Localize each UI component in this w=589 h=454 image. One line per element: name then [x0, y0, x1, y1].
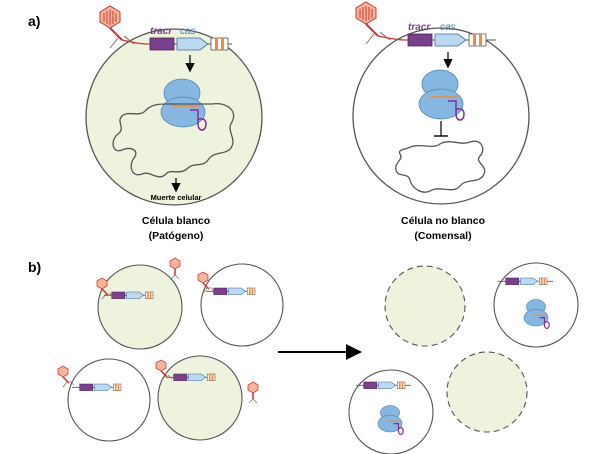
- outcome-text: Muerte celular: [151, 193, 202, 202]
- lysed-target-cell: [384, 265, 466, 347]
- phage-icon: [96, 277, 114, 300]
- cas-gene: [176, 37, 209, 51]
- caption-nontarget-line2: (Comensal): [414, 230, 471, 242]
- crispr-construct: [166, 373, 216, 381]
- phage-icon: [197, 271, 215, 294]
- target-cell: [157, 355, 243, 441]
- chromosome-dna: [395, 140, 486, 193]
- crispr-construct: [356, 381, 412, 389]
- phage-icon: [355, 1, 407, 45]
- crispr-construct: [148, 37, 232, 51]
- tracr-label: tracr: [408, 22, 431, 33]
- inhibition-symbol: [434, 121, 448, 137]
- panel-a-label: a): [28, 13, 40, 29]
- panel-b-label: b): [28, 259, 41, 275]
- crispr-construct: [72, 383, 122, 391]
- caption-target-line1: Célula blanco: [142, 215, 210, 227]
- lysed-target-cell: [446, 351, 528, 433]
- caption-nontarget-line1: Célula no blanco: [401, 215, 485, 227]
- cas-label: cas: [180, 26, 196, 37]
- phage-icon: [169, 257, 181, 280]
- tracr-label: tracr: [150, 26, 173, 37]
- crispr-construct: [406, 33, 496, 47]
- tracr-gene: [149, 37, 175, 51]
- cas-protein-icon: [523, 299, 550, 329]
- crispr-array: [210, 37, 229, 51]
- phage-icon: [155, 359, 173, 382]
- cas-protein-icon: [377, 405, 404, 435]
- chromosome-dna: [112, 103, 235, 178]
- phage-icon: [57, 365, 75, 388]
- cas-label: cas: [440, 22, 456, 33]
- target-cell: [97, 264, 183, 350]
- non-target-cell: [200, 263, 284, 347]
- phage-icon: [247, 381, 259, 404]
- caption-target-line2: (Patógeno): [149, 230, 204, 242]
- crispr-construct: [104, 291, 154, 299]
- cas-protein-icon: [418, 69, 465, 121]
- non-target-cell: [67, 358, 151, 442]
- crispr-construct: [206, 287, 256, 295]
- crispr-construct: [498, 277, 554, 285]
- phage-icon: [99, 5, 149, 49]
